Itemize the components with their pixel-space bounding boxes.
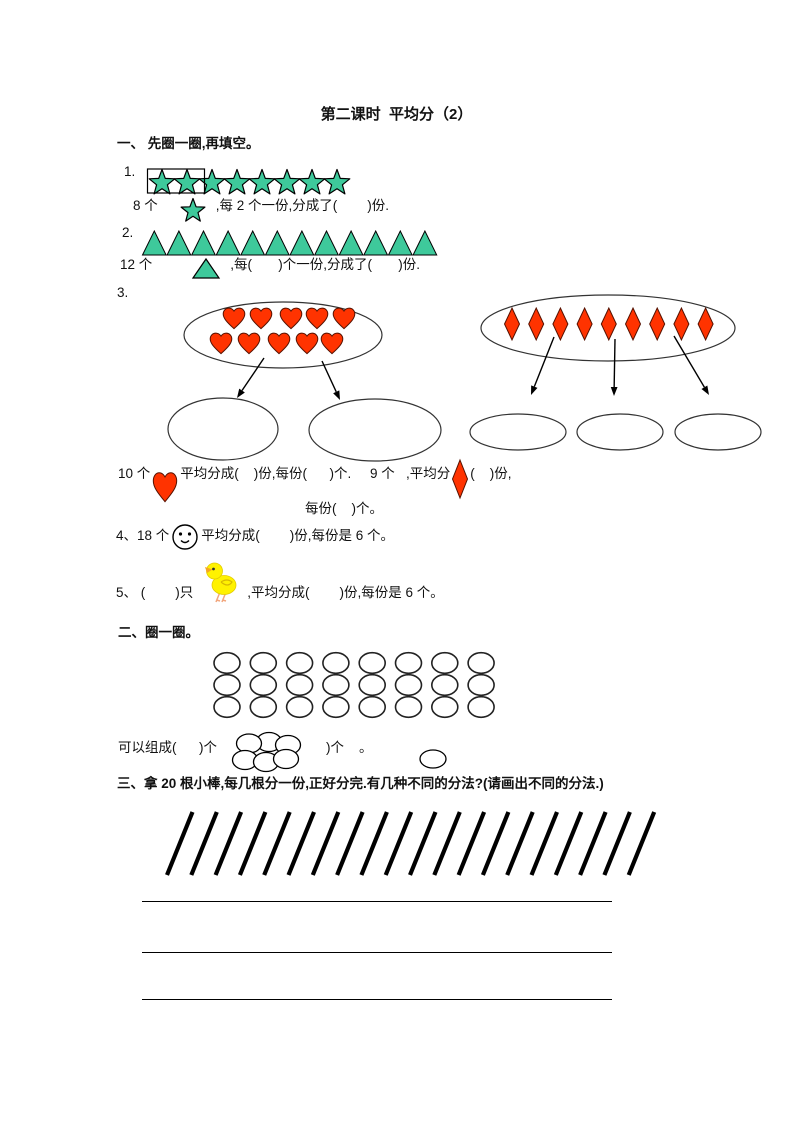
q4-prefix: 4、18 个 <box>116 528 170 543</box>
smiley-icon <box>172 524 198 550</box>
sticks-svg <box>165 811 657 876</box>
section-one-heading: 一、 先圈一圈,再填空。 <box>117 136 260 151</box>
compose-a: 可以组成( )个 <box>118 740 217 755</box>
compose-b: )个 。 <box>326 740 373 755</box>
q2-caption-b: ,每( )个一份,分成了( )份. <box>230 257 421 272</box>
compose-line: 可以组成( )个 )个 。 <box>118 731 447 774</box>
q1-caption: 8 个 ,每 2 个一份,分成了( )份. <box>133 197 389 223</box>
chick-icon <box>205 562 237 603</box>
section-two-heading: 二、圈一圈。 <box>118 625 199 640</box>
q5-prefix: 5、 ( )只 <box>116 585 194 600</box>
q3-caption-b: 平均分成( )份,每份( )个. 9 个 ,平均分 <box>180 466 451 481</box>
diamonds-group-svg <box>469 294 762 451</box>
q2-label: 2. <box>122 225 134 240</box>
q2-caption-a: 12 个 <box>120 257 153 272</box>
page-title: 第二课时 平均分（2） <box>320 106 473 123</box>
q3-caption-line2: 每份( )个。 <box>305 501 383 516</box>
q3-caption: 10 个 平均分成( )份,每份( )个. 9 个 ,平均分 ( )份, <box>118 458 512 502</box>
q5-line: 5、 ( )只 ,平均分成( )份,每份是 6 个。 <box>116 562 444 604</box>
star-icon <box>180 197 206 222</box>
q3-caption-c: ( )份, <box>470 466 512 481</box>
section-three-heading: 三、拿 20 根小棒,每几根分一份,正好分完.有几种不同的分法?(请画出不同的分… <box>117 776 604 791</box>
heart-icon <box>152 469 178 502</box>
single-oval-icon <box>418 749 447 769</box>
diamond-icon <box>452 458 469 500</box>
q3-caption-a: 10 个 <box>118 466 151 481</box>
star-row-svg <box>146 168 351 195</box>
q1-label: 1. <box>124 164 136 179</box>
q5-suffix: ,平均分成( )份,每份是 6 个。 <box>247 585 444 600</box>
answer-line <box>142 952 612 953</box>
answer-line <box>142 999 612 1000</box>
q4-line: 4、18 个 平均分成( )份,每份是 6 个。 <box>116 524 395 551</box>
answer-line <box>142 901 612 902</box>
q2-caption: 12 个 ,每( )个一份,分成了( )份. <box>120 256 420 279</box>
hearts-group-svg <box>167 301 442 462</box>
q1-caption-a: 8 个 <box>133 198 158 213</box>
oval-cluster-icon <box>231 731 302 773</box>
q3-label: 3. <box>117 285 129 300</box>
q4-suffix: 平均分成( )份,每份是 6 个。 <box>201 528 395 543</box>
triangle-row-svg <box>141 229 438 256</box>
oval-grid-svg <box>213 651 495 719</box>
q1-caption-b: ,每 2 个一份,分成了( )份. <box>215 198 390 213</box>
triangle-icon <box>192 257 221 279</box>
